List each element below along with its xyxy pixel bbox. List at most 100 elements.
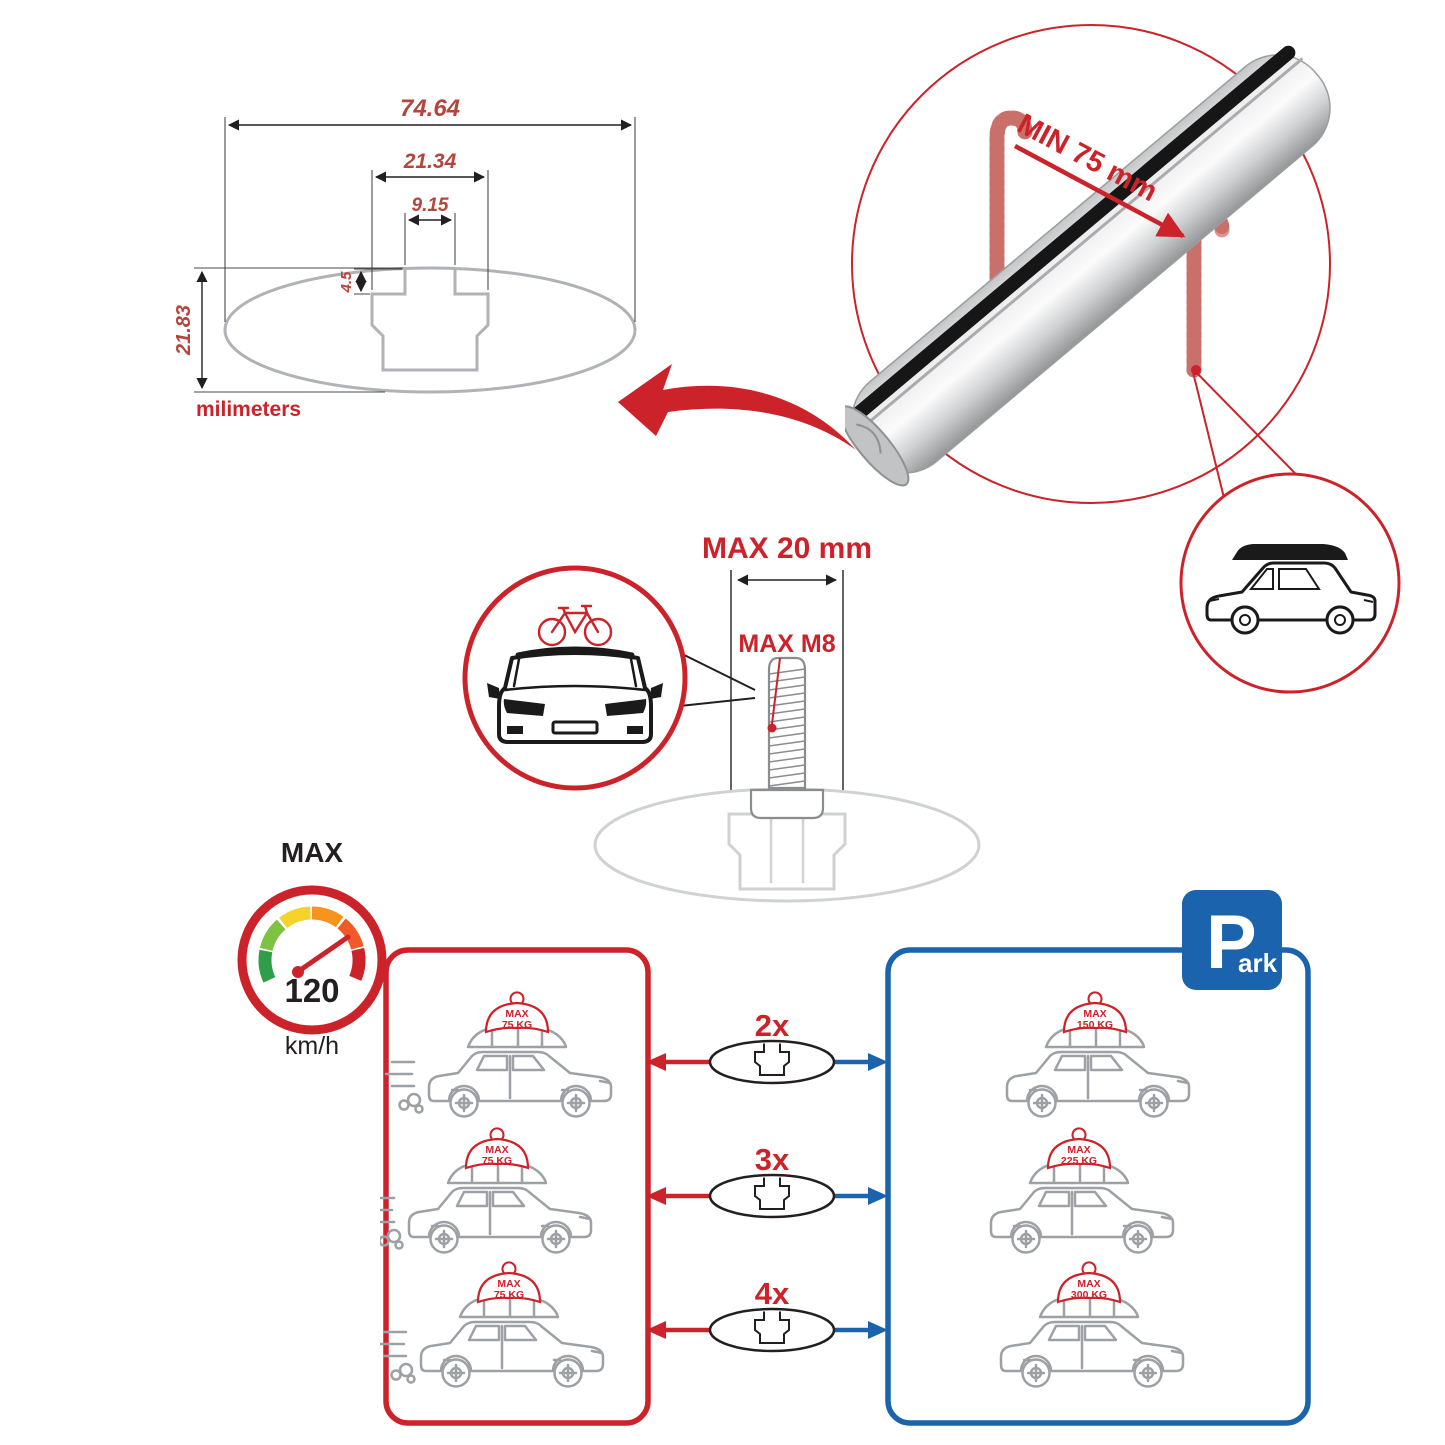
load-weight: 75 KG bbox=[502, 1019, 532, 1031]
badge-circle bbox=[462, 565, 688, 791]
dim-lip-depth: 4.5 bbox=[338, 268, 402, 295]
bar-section-icon bbox=[708, 1039, 836, 1085]
driving-panel-border bbox=[383, 947, 651, 1426]
headlight-left bbox=[503, 699, 545, 716]
mirror-right bbox=[650, 683, 663, 699]
multiplier-label: 4x bbox=[755, 1276, 790, 1311]
driving-car-3: MAX 75 KG bbox=[380, 1261, 605, 1388]
dim-step-width: 21.34 bbox=[371, 150, 489, 290]
roof-load-badge: MAX 75 KG bbox=[484, 991, 550, 1034]
parked-car-3: MAX 300 KG bbox=[999, 1261, 1185, 1388]
bolt-diagram: MAX 20 mm MAX M8 bbox=[593, 532, 981, 903]
park-sign: P ark bbox=[1182, 890, 1282, 990]
load-label: MAX bbox=[1077, 1278, 1100, 1290]
dim-lip-depth-value: 4.5 bbox=[338, 271, 355, 294]
bike-car-badge bbox=[462, 565, 688, 791]
parked-limits-panel: MAX 150 KG MAX 225 KG MAX 300 KG bbox=[885, 947, 1311, 1426]
crossbar-cross-section bbox=[223, 266, 637, 394]
load-weight: 75 KG bbox=[482, 1155, 512, 1167]
hook-icon bbox=[1071, 1127, 1087, 1140]
left-arrowhead bbox=[646, 1321, 666, 1339]
bar-count-arrows: 2x 3x 4x bbox=[646, 1008, 888, 1353]
parked-car-2: MAX 225 KG bbox=[989, 1127, 1175, 1254]
bar-section-icon bbox=[708, 1307, 836, 1353]
max-width-label: MAX 20 mm bbox=[702, 532, 872, 565]
driving-limits-panel: MAX 75 KG MAX 75 KG MAX 75 KG bbox=[380, 947, 651, 1426]
thread-point-dot bbox=[767, 723, 777, 733]
crossbar-bar bbox=[845, 45, 1331, 487]
load-label: MAX bbox=[497, 1278, 520, 1290]
hook-icon bbox=[489, 1127, 505, 1140]
load-weight: 300 KG bbox=[1071, 1289, 1107, 1301]
parked-car-1: MAX 150 KG bbox=[1005, 991, 1191, 1118]
license-plate bbox=[551, 720, 599, 735]
dim-step-width-value: 21.34 bbox=[403, 150, 457, 173]
dim-total-width-value: 74.64 bbox=[400, 95, 460, 122]
rubber-strip bbox=[845, 45, 1296, 427]
speed-limit-badge: MAX 120 km/h bbox=[237, 837, 387, 1060]
driving-car-1: MAX 75 KG bbox=[384, 991, 613, 1118]
speed-value: 120 bbox=[284, 972, 339, 1009]
roof-load-badge: MAX 300 KG bbox=[1056, 1261, 1122, 1304]
crossbar-profile-diagram: 74.64 21.34 9.15 4.5 21.83 milimeters bbox=[173, 95, 637, 421]
load-label: MAX bbox=[1067, 1144, 1090, 1156]
bar-count-row-2: 3x bbox=[646, 1142, 888, 1219]
roof-load-badge: MAX 225 KG bbox=[1046, 1127, 1112, 1170]
roof-load-badge: MAX 75 KG bbox=[464, 1127, 530, 1170]
bar-end-cap bbox=[845, 405, 910, 487]
headlight-right bbox=[605, 699, 647, 716]
parked-panel-border bbox=[885, 947, 1311, 1426]
mirror-left bbox=[487, 683, 500, 699]
bolt-flange bbox=[749, 788, 825, 820]
gauge-needle bbox=[293, 934, 351, 976]
park-letter: P bbox=[1206, 900, 1257, 985]
speed-max-heading: MAX bbox=[281, 837, 344, 868]
max-thread-label: MAX M8 bbox=[738, 630, 835, 658]
load-weight: 75 KG bbox=[494, 1289, 524, 1301]
park-suffix: ark bbox=[1238, 948, 1278, 978]
roof-box bbox=[1232, 544, 1348, 560]
load-weight: 225 KG bbox=[1061, 1155, 1097, 1167]
bar-count-row-1: 2x bbox=[646, 1008, 888, 1085]
right-arrowhead bbox=[868, 1187, 888, 1205]
bar-count-row-3: 4x bbox=[646, 1276, 888, 1353]
left-arrowhead bbox=[646, 1053, 666, 1071]
units-label: milimeters bbox=[196, 398, 301, 421]
dim-height: 21.83 bbox=[173, 267, 403, 393]
dim-total-width: 74.64 bbox=[224, 95, 636, 322]
hook-icon bbox=[501, 1261, 517, 1274]
dim-slot-width: 9.15 bbox=[404, 195, 456, 265]
car-front-icon bbox=[487, 646, 663, 744]
crossbar-photo-badge: MIN 75 mm bbox=[845, 24, 1331, 504]
load-label: MAX bbox=[505, 1008, 528, 1020]
load-label: MAX bbox=[1083, 1008, 1106, 1020]
gauge-arc bbox=[258, 906, 366, 983]
hook-icon bbox=[1087, 991, 1103, 1004]
dim-slot-width-value: 9.15 bbox=[412, 195, 449, 216]
left-arrowhead bbox=[646, 1187, 666, 1205]
bicycle-icon bbox=[537, 604, 613, 647]
load-label: MAX bbox=[485, 1144, 508, 1156]
min-width-arrow bbox=[1013, 144, 1186, 238]
speed-units: km/h bbox=[285, 1032, 339, 1060]
driving-car-2: MAX 75 KG bbox=[380, 1127, 593, 1254]
dim-height-value: 21.83 bbox=[173, 305, 195, 356]
multiplier-label: 2x bbox=[755, 1008, 790, 1043]
bar-to-profile-arrow bbox=[618, 364, 856, 450]
hook-icon bbox=[1081, 1261, 1097, 1274]
bolt bbox=[749, 656, 825, 820]
park-sign-plate bbox=[1182, 890, 1282, 990]
roof-load-badge: MAX 75 KG bbox=[476, 1261, 542, 1304]
clamp-point-dot bbox=[1191, 365, 1201, 375]
multiplier-label: 3x bbox=[755, 1142, 790, 1177]
hook-icon bbox=[509, 991, 525, 1004]
bolt-thread bbox=[767, 656, 807, 790]
suv-roofbox-icon bbox=[1205, 544, 1377, 635]
bolt-dim-lines bbox=[730, 570, 844, 790]
roofbox-car-badge bbox=[1179, 472, 1401, 694]
load-weight: 150 KG bbox=[1077, 1019, 1113, 1031]
bar-section-icon bbox=[708, 1173, 836, 1219]
roof-load-badge: MAX 150 KG bbox=[1062, 991, 1128, 1034]
right-arrowhead bbox=[868, 1053, 888, 1071]
